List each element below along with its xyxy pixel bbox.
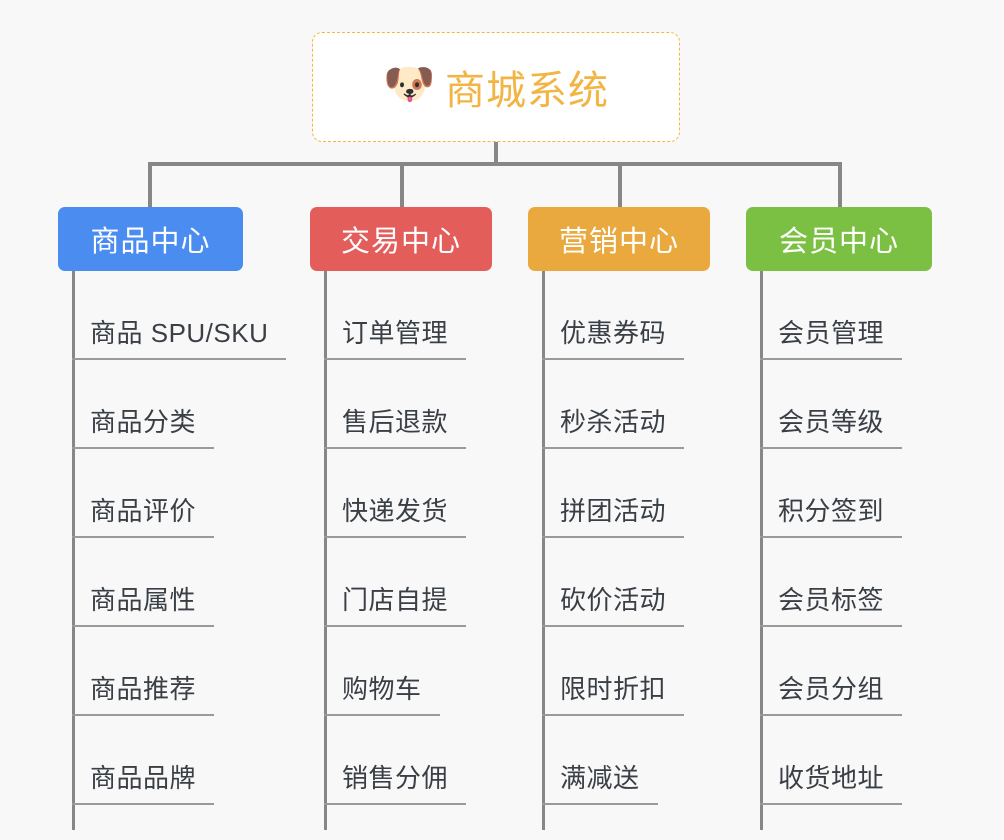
leaf-item-label: 快递发货 xyxy=(324,491,467,538)
leaf-item-label: 会员等级 xyxy=(760,402,903,449)
root-title: 商城系统 xyxy=(445,69,609,113)
leaf-item[interactable]: 商品分类 xyxy=(58,360,243,449)
leaf-item-label: 商品 SPU/SKU xyxy=(72,313,287,360)
category-column-3: 营销中心优惠券码秒杀活动拼团活动砍价活动限时折扣满减送 xyxy=(528,207,710,805)
category-header-label: 交易中心 xyxy=(340,226,461,258)
leaf-list-3: 优惠券码秒杀活动拼团活动砍价活动限时折扣满减送 xyxy=(528,271,710,805)
connector-drop-2 xyxy=(400,162,404,207)
leaf-item-label: 商品属性 xyxy=(72,580,215,627)
root-node[interactable]: 🐶 商城系统 xyxy=(312,32,680,142)
leaf-item[interactable]: 会员分组 xyxy=(746,627,932,716)
leaf-item[interactable]: 商品评价 xyxy=(58,449,243,538)
leaf-item-label: 积分签到 xyxy=(760,491,903,538)
connector-drop-4 xyxy=(838,162,842,207)
leaf-item[interactable]: 满减送 xyxy=(528,716,710,805)
category-column-1: 商品中心商品 SPU/SKU 商品分类商品评价商品属性商品推荐商品品牌 xyxy=(58,207,287,805)
leaf-item[interactable]: 秒杀活动 xyxy=(528,360,710,449)
connector-horizontal-bus xyxy=(148,162,842,166)
connector-root-stem xyxy=(494,142,498,164)
leaf-item[interactable]: 购物车 xyxy=(310,627,492,716)
category-header-label: 商品中心 xyxy=(90,226,211,258)
leaf-item-label: 会员分组 xyxy=(760,669,903,716)
leaf-list-4: 会员管理会员等级积分签到会员标签会员分组收货地址 xyxy=(746,271,932,805)
leaf-item-label: 砍价活动 xyxy=(542,580,685,627)
leaf-item[interactable]: 积分签到 xyxy=(746,449,932,538)
leaf-item[interactable]: 门店自提 xyxy=(310,538,492,627)
leaf-item-label: 收货地址 xyxy=(760,758,903,805)
leaf-item-label: 商品推荐 xyxy=(72,669,215,716)
connector-spine-3 xyxy=(542,271,545,830)
connector-spine-4 xyxy=(760,271,763,830)
leaf-item[interactable]: 商品品牌 xyxy=(58,716,243,805)
category-column-4: 会员中心会员管理会员等级积分签到会员标签会员分组收货地址 xyxy=(746,207,932,805)
leaf-item[interactable]: 会员等级 xyxy=(746,360,932,449)
category-header-label: 营销中心 xyxy=(558,226,679,258)
category-header-label: 会员中心 xyxy=(778,226,899,258)
leaf-item-label: 商品评价 xyxy=(72,491,215,538)
leaf-item-label: 订单管理 xyxy=(324,313,467,360)
connector-drop-1 xyxy=(148,162,152,207)
category-header-2[interactable]: 交易中心 xyxy=(310,207,492,271)
leaf-item-label: 商品分类 xyxy=(72,402,215,449)
leaf-item-label: 购物车 xyxy=(324,669,440,716)
connector-drop-3 xyxy=(618,162,622,207)
leaf-item-label: 满减送 xyxy=(542,758,658,805)
leaf-item-label: 商品品牌 xyxy=(72,758,215,805)
category-header-1[interactable]: 商品中心 xyxy=(58,207,243,271)
leaf-item[interactable]: 拼团活动 xyxy=(528,449,710,538)
leaf-item-label: 售后退款 xyxy=(324,402,467,449)
leaf-item[interactable]: 限时折扣 xyxy=(528,627,710,716)
connector-spine-2 xyxy=(324,271,327,830)
leaf-item[interactable]: 收货地址 xyxy=(746,716,932,805)
connector-spine-1 xyxy=(72,271,75,830)
leaf-item-label: 会员标签 xyxy=(760,580,903,627)
leaf-item[interactable]: 砍价活动 xyxy=(528,538,710,627)
leaf-item[interactable]: 优惠券码 xyxy=(528,271,710,360)
leaf-item[interactable]: 快递发货 xyxy=(310,449,492,538)
leaf-item-label: 会员管理 xyxy=(760,313,903,360)
leaf-item[interactable]: 商品推荐 xyxy=(58,627,243,716)
leaf-item[interactable]: 会员管理 xyxy=(746,271,932,360)
leaf-item[interactable]: 订单管理 xyxy=(310,271,492,360)
leaf-item[interactable]: 销售分佣 xyxy=(310,716,492,805)
leaf-list-2: 订单管理售后退款快递发货门店自提购物车销售分佣 xyxy=(310,271,492,805)
leaf-item[interactable]: 会员标签 xyxy=(746,538,932,627)
leaf-item[interactable]: 售后退款 xyxy=(310,360,492,449)
leaf-item-label: 优惠券码 xyxy=(542,313,685,360)
leaf-item[interactable]: 商品 SPU/SKU xyxy=(58,271,287,360)
leaf-item-label: 销售分佣 xyxy=(324,758,467,805)
leaf-list-1: 商品 SPU/SKU 商品分类商品评价商品属性商品推荐商品品牌 xyxy=(58,271,287,805)
leaf-item-label: 秒杀活动 xyxy=(542,402,685,449)
category-header-3[interactable]: 营销中心 xyxy=(528,207,710,271)
shiba-dog-face-icon: 🐶 xyxy=(383,60,436,107)
leaf-item[interactable]: 商品属性 xyxy=(58,538,243,627)
leaf-item-label: 拼团活动 xyxy=(542,491,685,538)
category-column-2: 交易中心订单管理售后退款快递发货门店自提购物车销售分佣 xyxy=(310,207,492,805)
category-header-4[interactable]: 会员中心 xyxy=(746,207,932,271)
leaf-item-label: 限时折扣 xyxy=(542,669,685,716)
leaf-item-label: 门店自提 xyxy=(324,580,467,627)
